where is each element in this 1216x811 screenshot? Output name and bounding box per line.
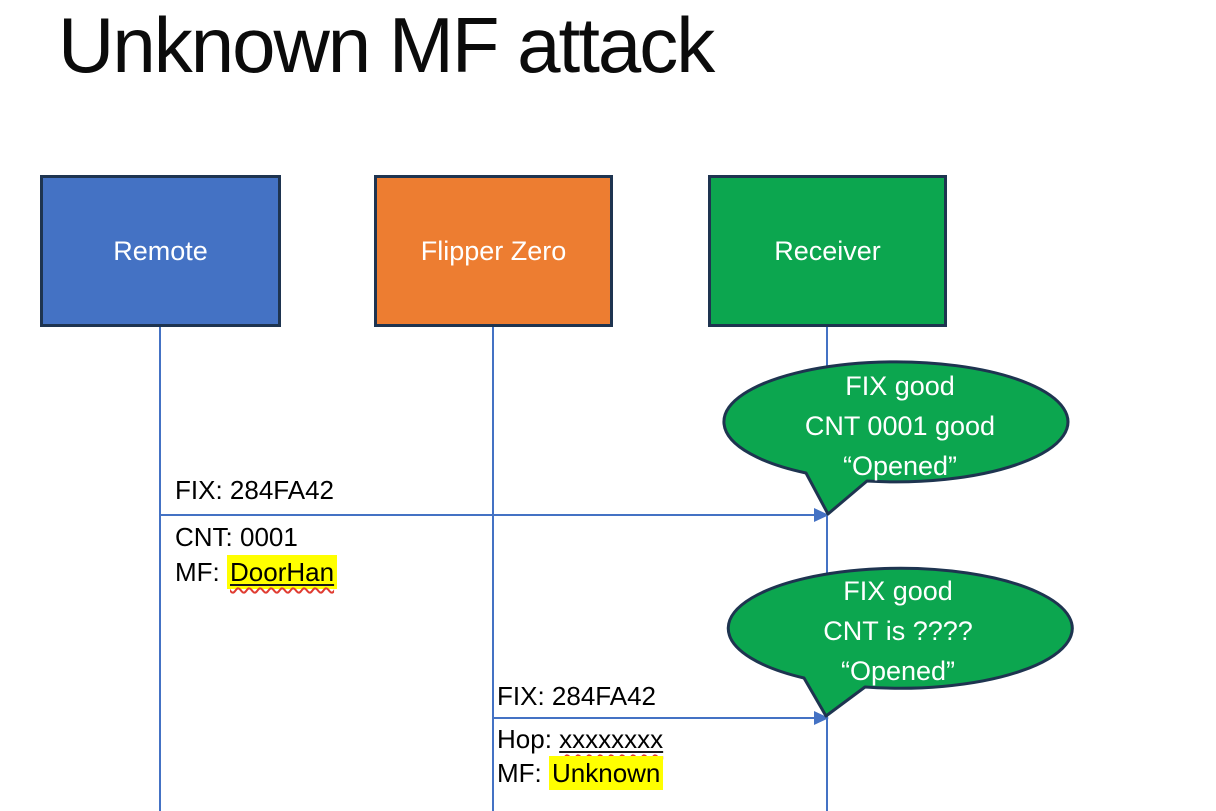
bubble1-line1: FIX good (845, 371, 955, 401)
speech-bubble-2-text: FIX good CNT is ???? “Opened” (720, 571, 1076, 691)
speech-bubble-2-shape (726, 566, 1074, 718)
bubble2-line1: FIX good (843, 576, 953, 606)
spellcheck-squiggle: DoorHan (230, 557, 334, 587)
message1-mf-prefix: MF: (175, 557, 227, 587)
message1-mf-highlight: DoorHan (227, 555, 338, 589)
message2-mf-prefix: MF: (497, 758, 549, 788)
speech-bubble-1-text: FIX good CNT 0001 good “Opened” (722, 366, 1078, 486)
message2-arrow-line (493, 717, 814, 719)
lifeline-flipper-zero (492, 327, 494, 811)
lifeline-remote (159, 327, 161, 811)
message1-label-cnt: CNT: 0001 (175, 522, 298, 552)
message2-mf-highlight: Unknown (549, 756, 664, 790)
message1-arrow-line (160, 514, 814, 516)
speech-bubble-1-outline (722, 360, 1070, 516)
actor-label-flipper-zero: Flipper Zero (420, 235, 567, 266)
actor-label-remote: Remote (113, 235, 208, 266)
message2-label-mf: MF: Unknown (497, 756, 664, 790)
spellcheck-squiggle: xxxxxxxx (559, 724, 663, 754)
speech-bubble-2-outline (726, 566, 1074, 718)
bubble2-line2: CNT is ???? (823, 616, 973, 646)
actor-box-receiver: Receiver (708, 175, 947, 327)
message1-mf-value: DoorHan (230, 557, 335, 587)
message1-label-mf: MF: DoorHan (175, 555, 338, 589)
bubble1-line2: CNT 0001 good (804, 411, 996, 441)
actor-box-remote: Remote (40, 175, 281, 327)
message2-label-hop: Hop: xxxxxxxx (497, 723, 663, 756)
actor-box-flipper-zero: Flipper Zero (374, 175, 613, 327)
actor-label-receiver: Receiver (774, 235, 881, 266)
lifeline-receiver (826, 327, 828, 811)
message2-hop-prefix: Hop: (497, 724, 560, 754)
message2-hop-value: xxxxxxxx (559, 724, 664, 754)
bubble2-line3: “Opened” (840, 656, 956, 686)
slide-title: Unknown MF attack (58, 1, 715, 89)
bubble1-line3: “Opened” (842, 451, 958, 481)
message1-label-fix: FIX: 284FA42 (175, 475, 334, 505)
message2-mf-value: Unknown (552, 758, 661, 788)
message2-label-fix: FIX: 284FA42 (497, 681, 656, 711)
speech-bubble-1-shape (722, 360, 1070, 516)
